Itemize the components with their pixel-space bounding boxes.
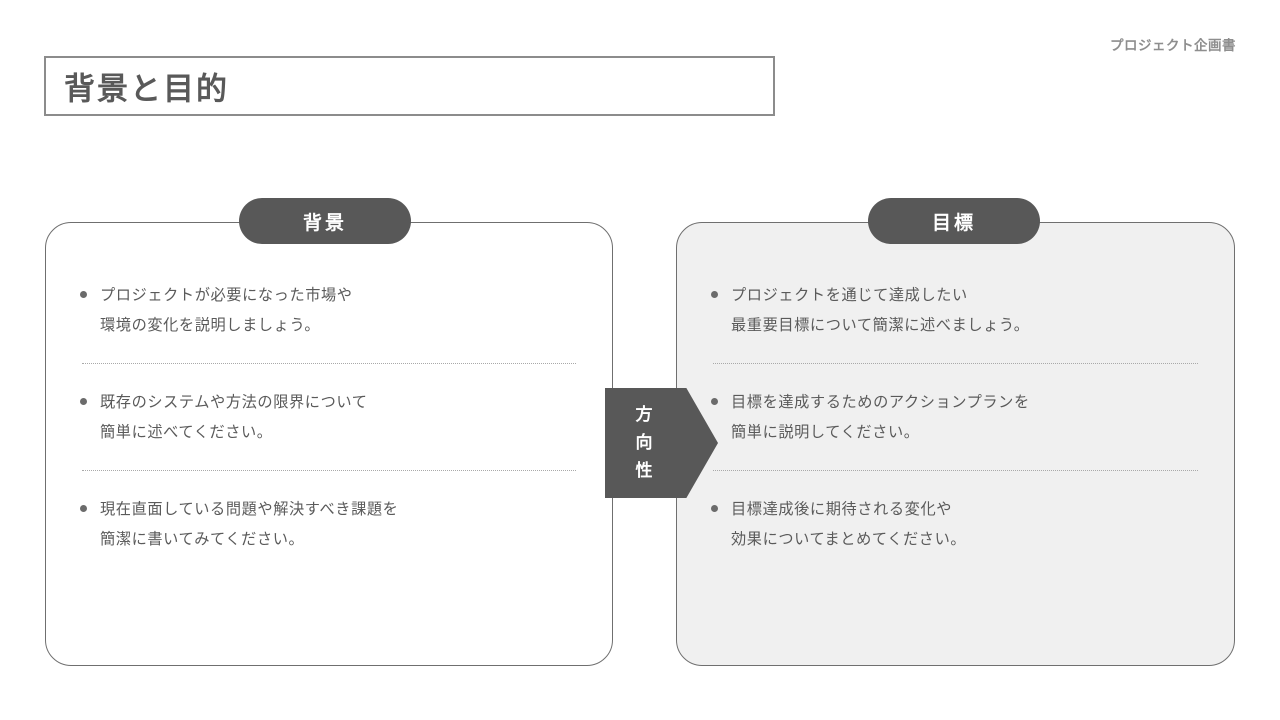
list-item-text: 目標達成後に期待される変化や 効果についてまとめてください。 [731,501,967,548]
list-item: プロジェクトを通じて達成したい 最重要目標について簡潔に述べましょう。 [711,281,1200,341]
dotted-divider [82,470,576,471]
dotted-divider [82,363,576,364]
list-item-text: プロジェクトを通じて達成したい 最重要目標について簡潔に述べましょう。 [731,287,1030,334]
direction-char: 方 [635,405,653,424]
list-item: 既存のシステムや方法の限界について 簡単に述べてください。 [80,388,578,448]
bullet-dot-icon [711,291,718,298]
page-title-box: 背景と目的 [44,56,775,116]
goal-badge: 目標 [868,198,1040,244]
list-item: 目標達成後に期待される変化や 効果についてまとめてください。 [711,495,1200,555]
background-badge: 背景 [239,198,411,244]
dotted-divider [713,470,1198,471]
bullet-dot-icon [711,505,718,512]
page-title: 背景と目的 [64,71,229,107]
list-item: 目標を達成するためのアクションプランを 簡単に説明してください。 [711,388,1200,448]
direction-char: 性 [635,461,653,480]
direction-char: 向 [635,433,653,452]
bullet-dot-icon [80,505,87,512]
list-item: 現在直面している問題や解決すべき課題を 簡潔に書いてみてください。 [80,495,578,555]
goal-badge-label: 目標 [931,212,976,234]
list-item-text: プロジェクトが必要になった市場や 環境の変化を説明しましょう。 [100,287,353,334]
bullet-dot-icon [80,398,87,405]
list-item: プロジェクトが必要になった市場や 環境の変化を説明しましょう。 [80,281,578,341]
bullet-dot-icon [80,291,87,298]
background-card: プロジェクトが必要になった市場や 環境の変化を説明しましょう。 既存のシステムや… [45,222,613,666]
list-item-text: 現在直面している問題や解決すべき課題を 簡潔に書いてみてください。 [100,501,399,548]
background-bullet-list: プロジェクトが必要になった市場や 環境の変化を説明しましょう。 既存のシステムや… [46,223,612,665]
list-item-text: 既存のシステムや方法の限界について 簡単に述べてください。 [100,394,368,441]
goal-bullet-list: プロジェクトを通じて達成したい 最重要目標について簡潔に述べましょう。 目標を達… [677,223,1234,665]
list-item-text: 目標を達成するためのアクションプランを 簡単に説明してください。 [731,394,1030,441]
direction-arrow-label: 方 向 性 [605,388,683,498]
background-badge-label: 背景 [302,212,347,234]
dotted-divider [713,363,1198,364]
bullet-dot-icon [711,398,718,405]
goal-card: プロジェクトを通じて達成したい 最重要目標について簡潔に述べましょう。 目標を達… [676,222,1235,666]
document-label: プロジェクト企画書 [1110,38,1236,53]
